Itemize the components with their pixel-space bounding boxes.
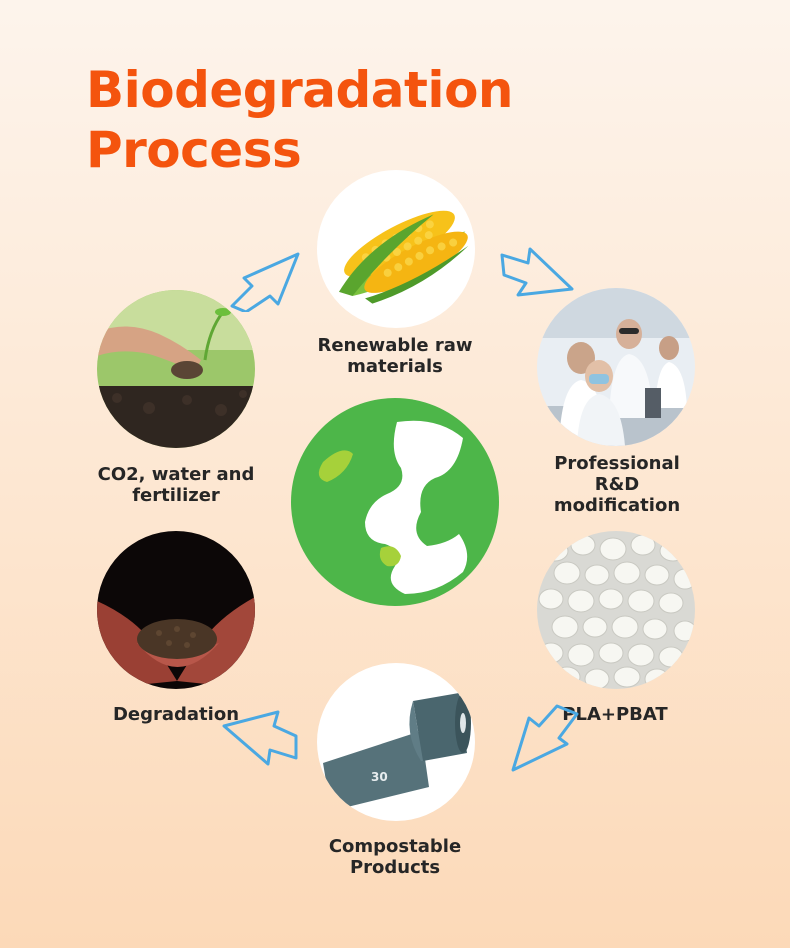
renewable-label: Renewable raw materials (317, 335, 473, 377)
renewable-image (317, 170, 475, 328)
degradation-image (97, 531, 255, 689)
arrow-up-right-icon (222, 246, 308, 312)
products-image: 30 (317, 663, 475, 821)
fertilizer-label: CO2, water and fertilizer (97, 464, 255, 506)
research-label: Professional R&D modification (553, 453, 681, 516)
pellets-label: PLA+PBAT (562, 704, 668, 725)
research-image (537, 288, 695, 446)
title-line-2: Process (86, 121, 302, 179)
title-line-1: Biodegradation (86, 61, 514, 119)
arrow-down-left-icon (503, 704, 583, 774)
products-label: Compostable Products (328, 836, 462, 878)
roll-print-text: 30 (371, 770, 388, 784)
fertilizer-image (97, 290, 255, 448)
page-title: Biodegradation Process (86, 60, 514, 180)
earth-globe-icon (287, 394, 503, 610)
arrow-up-left-icon (216, 698, 302, 770)
pellets-image (537, 531, 695, 689)
degradation-label: Degradation (112, 704, 240, 725)
arrow-down-right-icon (498, 243, 578, 303)
